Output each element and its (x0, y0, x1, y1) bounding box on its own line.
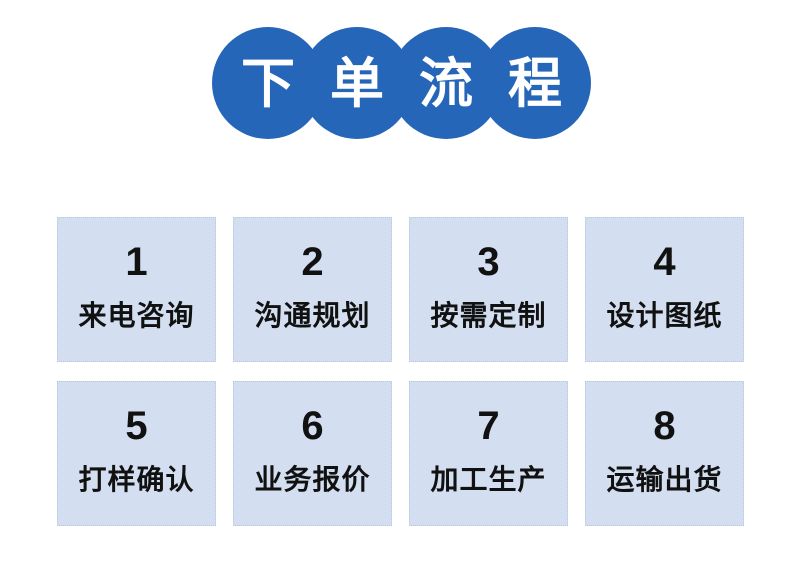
step-label: 打样确认 (78, 463, 195, 496)
step-label: 沟通规划 (254, 299, 371, 332)
step-number: 2 (301, 240, 324, 284)
step-number: 3 (477, 240, 500, 284)
step-card-6: 6 业务报价 (233, 381, 392, 526)
step-card-5: 5 打样确认 (57, 381, 216, 526)
step-card-7: 7 加工生产 (409, 381, 568, 526)
step-label: 设计图纸 (606, 299, 723, 332)
step-card-3: 3 按需定制 (409, 217, 568, 362)
step-number: 6 (301, 404, 324, 448)
step-label: 运输出货 (606, 463, 723, 496)
step-number: 1 (125, 240, 148, 284)
step-card-4: 4 设计图纸 (585, 217, 744, 362)
process-steps-grid: 1 来电咨询 2 沟通规划 3 按需定制 4 设计图纸 5 打样确认 6 业务报… (57, 217, 744, 526)
step-label: 业务报价 (254, 463, 371, 496)
title-circle-3: 流 (390, 27, 502, 139)
step-number: 8 (653, 404, 676, 448)
step-number: 5 (125, 404, 148, 448)
step-card-2: 2 沟通规划 (233, 217, 392, 362)
step-card-8: 8 运输出货 (585, 381, 744, 526)
title-circle-4: 程 (479, 27, 591, 139)
step-label: 来电咨询 (78, 299, 195, 332)
step-number: 4 (653, 240, 676, 284)
step-number: 7 (477, 404, 500, 448)
step-label: 按需定制 (430, 299, 547, 332)
step-label: 加工生产 (430, 463, 547, 496)
step-card-1: 1 来电咨询 (57, 217, 216, 362)
page-title: 下 单 流 程 (212, 27, 592, 139)
